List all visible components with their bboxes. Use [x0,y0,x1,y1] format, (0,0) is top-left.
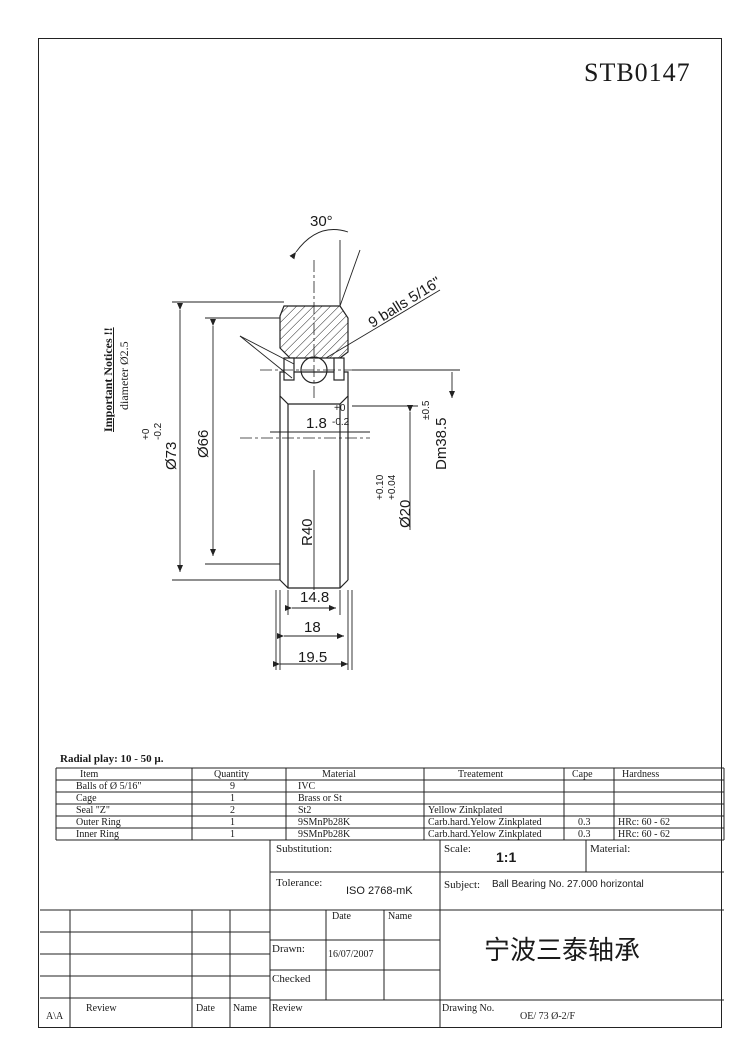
tolerance-value: ISO 2768-mK [346,885,413,897]
bom-header-cape: Cape [572,769,593,780]
width-14-8: 14.8 [300,589,330,606]
subject-label: Subject: [444,879,481,891]
bom-cell: 0.3 [578,817,591,828]
company-name: 宁波三泰轴承 [484,936,641,966]
bom-header-material: Material [322,769,356,780]
bom-cell: 2 [230,805,235,816]
bom-cell: IVC [298,781,316,792]
bom-cell: HRc: 60 - 62 [618,829,670,840]
bom-cell: 0.3 [578,829,591,840]
bom-cell: 1 [230,829,235,840]
d18-dimension: 1.8 [306,415,327,432]
bom-header-hardness: Hardness [622,769,660,780]
d18-tol-lower: -0.2 [332,417,350,428]
subject-value: Ball Bearing No. 27.000 horizontal [492,879,644,890]
d18-tol-upper: +0 [334,403,346,414]
bom-cell: 9 [230,781,235,792]
bom-header-quantity: Quantity [214,769,249,780]
date-header: Date [332,911,351,922]
substitution-label: Substitution: [276,843,333,855]
bom-header-item: Item [80,769,99,780]
review2-label: Review [272,1003,303,1014]
seal-left [283,357,295,381]
bom-cell: Yellow Zinkplated [428,805,503,816]
bom-cell: St2 [298,805,312,816]
revision-date-header: Date [196,1003,215,1014]
revision-mark: A\A [46,1011,64,1022]
name-header: Name [388,911,412,922]
checked-label: Checked [272,973,311,985]
document-number: STB0147 [584,58,691,87]
bom-cell: Inner Ring [76,829,120,840]
bom-cell: 1 [230,793,235,804]
width-19-5: 19.5 [298,649,328,666]
bom-cell: Brass or St [298,793,342,804]
bom-cell: Cage [76,793,97,804]
seal-right [333,357,345,381]
material-label: Material: [590,843,631,855]
drawing-frame [38,38,722,1028]
drawn-label: Drawn: [272,943,305,955]
bom-cell: 9SMnPb28K [298,829,351,840]
revision-name-header: Name [233,1003,257,1014]
scale-label: Scale: [444,843,471,855]
bom-cell: Carb.hard.Yelow Zinkplated [428,817,542,828]
width-18: 18 [304,619,321,636]
drawing-number-label: Drawing No. [442,1003,495,1014]
bom-cell: Balls of Ø 5/16" [76,781,142,792]
dimension-lines [172,229,460,670]
review-label: Review [86,1003,117,1014]
radial-play: Radial play: 10 - 50 µ. [60,753,164,765]
angle-label: 30° [310,213,333,230]
bom-cell: 1 [230,817,235,828]
bom-cell: Carb.hard.Yelow Zinkplated [428,829,542,840]
bom-header-treatment: Treatement [458,769,504,780]
drawn-date: 16/07/2007 [328,949,374,960]
bom-cell: 9SMnPb28K [298,817,351,828]
scale-value: 1:1 [496,849,517,865]
bom-cell: Outer Ring [76,817,121,828]
tolerance-label: Tolerance: [276,877,323,889]
bom-cell: Seal "Z" [76,805,110,816]
bom-cell: HRc: 60 - 62 [618,817,670,828]
drawing-number-value: OE/ 73 Ø-2/F [520,1011,575,1022]
